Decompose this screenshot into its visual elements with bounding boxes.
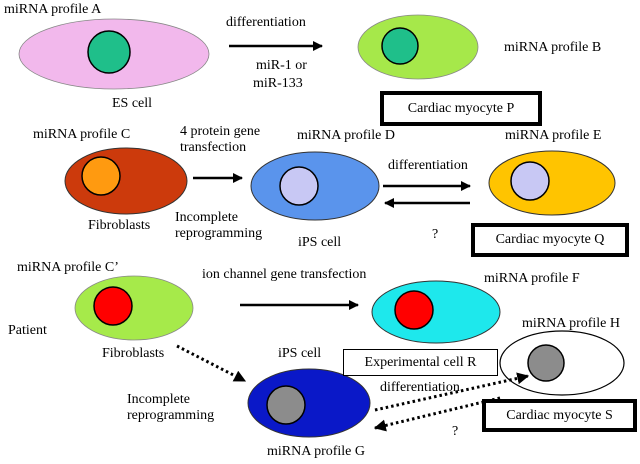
cardiac-e-nucleus [510,161,550,201]
four-protein-label-2: transfection [180,140,247,155]
profile-c-prime-label: miRNA profile C’ [17,260,119,275]
ips-d-nucleus [279,166,319,206]
profile-f-label: miRNA profile F [484,271,580,286]
fibroblast-c-prime-cell-body [74,275,194,341]
experimental-cell-r-label: Experimental cell R [364,354,477,370]
experimental-cell-r-box: Experimental cell R [343,349,498,376]
differentiation-label-2: differentiation [388,158,468,173]
es-cell-nucleus [87,30,131,74]
cardiac-myocyte-s-box: Cardiac myocyte S [482,399,637,432]
cardiac-myocyte-q-label: Cardiac myocyte Q [495,232,605,247]
ips-cell-label-2: iPS cell [278,346,322,361]
patient-label: Patient [8,323,47,338]
fibroblast-c-prime-nucleus [93,286,133,326]
profile-f-cell-body [371,280,501,344]
profile-h-nucleus [527,344,565,382]
profile-d-label: miRNA profile D [297,128,395,143]
four-protein-label-1: 4 protein gene [180,124,261,139]
ion-channel-label: ion channel gene transfection [202,267,367,282]
mir-1-label: miR-1 or [256,58,307,73]
question-label-2: ? [452,424,459,439]
reprogramming-dotted-arrow [176,344,247,383]
differentiation-dotted-arrow [374,372,530,412]
cardiac-myocyte-q-box: Cardiac myocyte Q [471,223,629,257]
cardiac-myocyte-p-box: Cardiac myocyte P [380,91,542,126]
incomplete-label-1a: Incomplete [175,210,238,225]
profile-b-nucleus [381,27,419,65]
cardiac-myocyte-p-label: Cardiac myocyte P [407,100,515,116]
fibroblasts-label-2: Fibroblasts [102,346,165,361]
profile-b-label: miRNA profile B [504,40,602,55]
profile-g-label: miRNA profile G [267,444,365,459]
profile-a-label: miRNA profile A [4,2,102,17]
differentiation-label-3: differentiation [380,380,460,395]
profile-f-nucleus [394,290,434,330]
fibroblasts-label-1: Fibroblasts [88,218,151,233]
mir-133-label: miR-133 [253,76,303,91]
es-cell-label: ES cell [112,96,153,111]
cardiac-e-cell-body [488,150,616,216]
ips-cell-label-1: iPS cell [298,235,342,250]
question-label-1: ? [432,227,439,242]
profile-h-label: miRNA profile H [522,316,620,331]
profile-c-label: miRNA profile C [33,127,131,142]
differentiation-label-1: differentiation [226,15,306,30]
cardiac-myocyte-s-label: Cardiac myocyte S [506,407,613,423]
fibroblast-c-nucleus [81,156,121,196]
profile-e-label: miRNA profile E [505,128,602,143]
ips-g-nucleus [266,385,306,425]
incomplete-label-2a: Incomplete [127,392,190,407]
incomplete-label-1b: reprogramming [175,226,263,241]
ips-g-cell-body [247,368,371,438]
incomplete-label-2b: reprogramming [127,408,215,423]
